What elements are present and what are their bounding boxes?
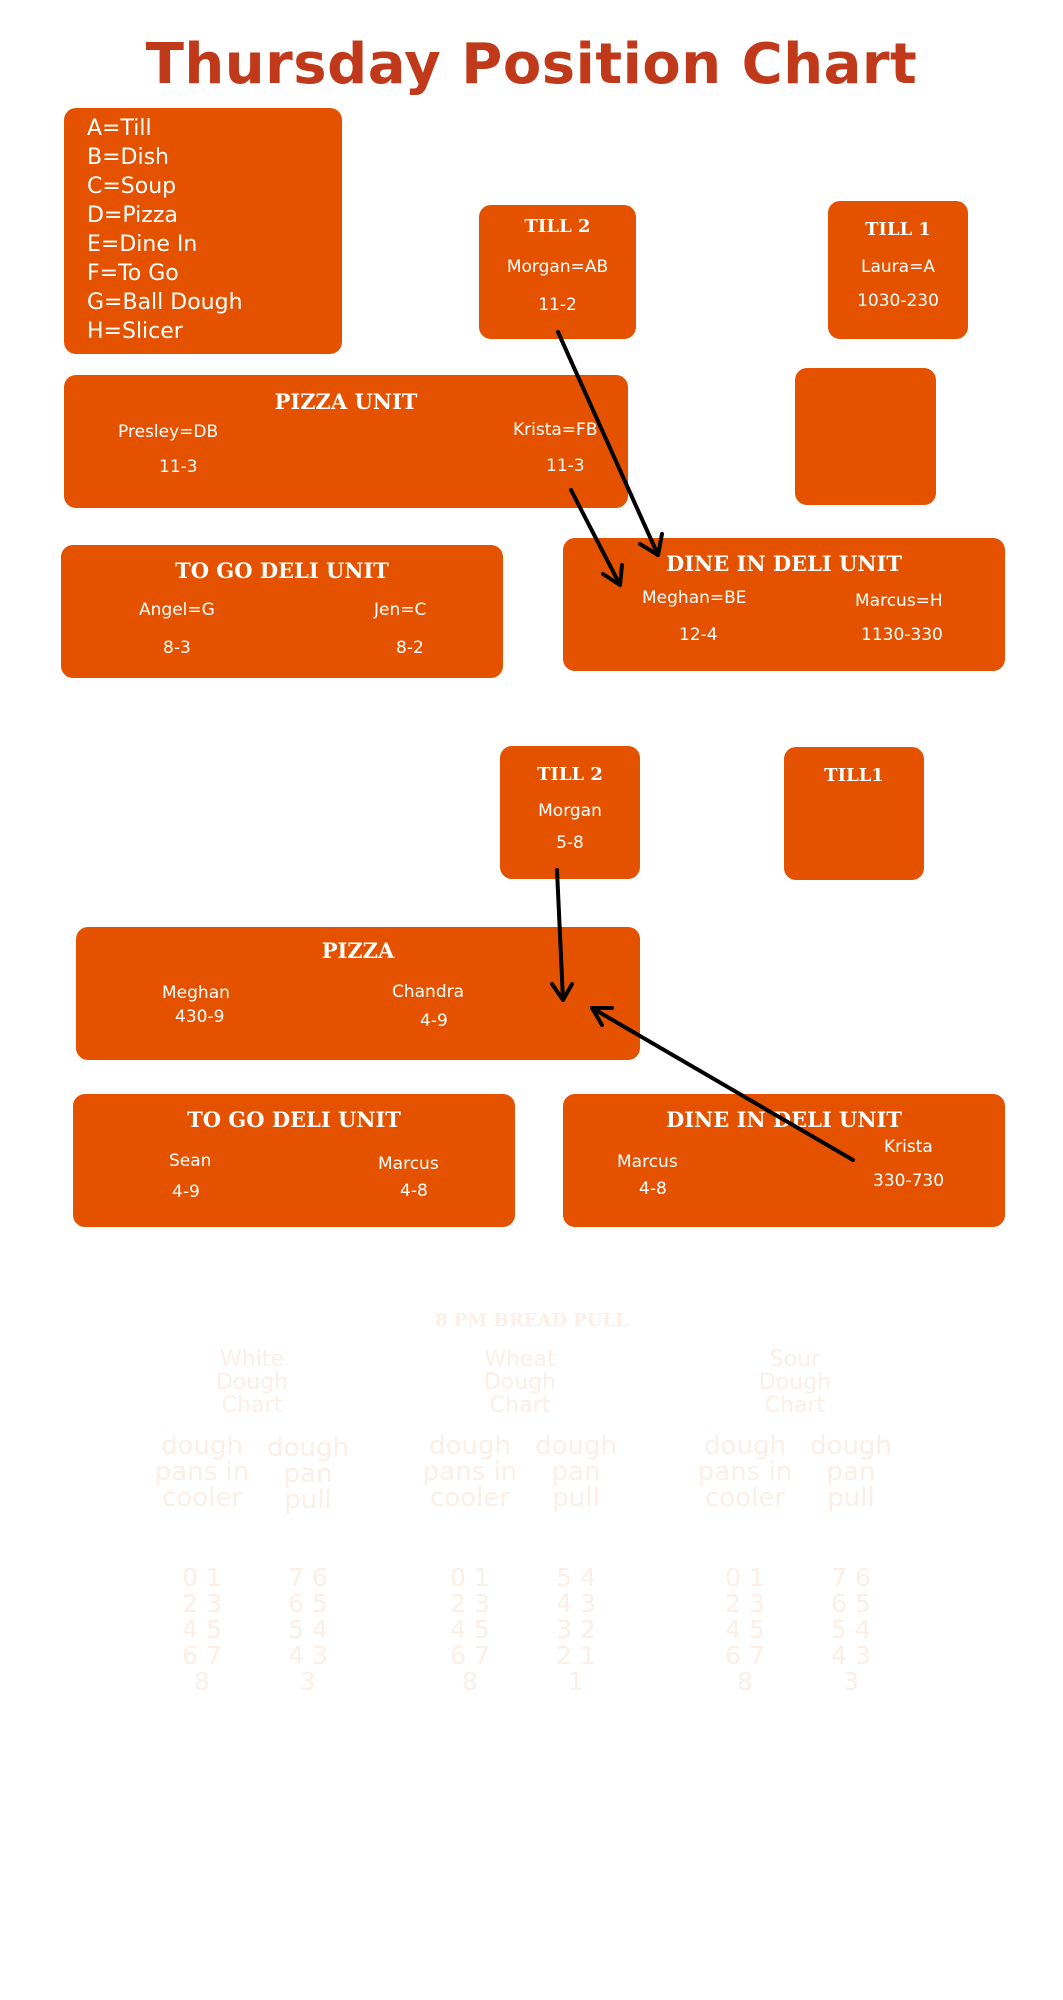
- shift1-togo-person1-name: Angel=G: [139, 600, 215, 620]
- bread-col-header: dough pans in cooler: [422, 1431, 518, 1513]
- shift1-togo-title: TO GO DELI UNIT: [175, 558, 389, 583]
- shift1-pizza-person1-time: 11-3: [159, 457, 198, 477]
- shift1-dinein-person2-name: Marcus=H: [855, 591, 943, 611]
- legend-item: G=Ball Dough: [87, 290, 243, 315]
- shift2-till1-box: TILL1: [784, 747, 924, 880]
- bread-col-values: 7 6 6 5 5 4 4 3 3: [288, 1563, 328, 1696]
- bread-col-values: 0 1 2 3 4 5 6 7 8: [450, 1563, 490, 1696]
- shift1-till2-name: Morgan=AB: [506, 257, 609, 277]
- shift1-till1-name: Laura=A: [861, 257, 935, 277]
- bread-pull-title: 8 PM BREAD PULL: [435, 1310, 628, 1331]
- bread-col-values: 0 1 2 3 4 5 6 7 8: [182, 1563, 222, 1696]
- shift1-till2-box: TILL 2 Morgan=AB 11-2: [479, 205, 636, 339]
- shift2-pizza-title: PIZZA: [321, 938, 395, 963]
- shift2-dinein-person2-name: Krista: [884, 1137, 933, 1157]
- shift2-till2-time: 5-8: [556, 833, 584, 853]
- legend-item: D=Pizza: [87, 203, 178, 228]
- shift1-togo-person1-time: 8-3: [163, 638, 191, 658]
- shift1-dinein-person1-time: 12-4: [679, 625, 718, 645]
- bread-col-header: dough pan pull: [535, 1431, 617, 1513]
- legend-item: A=Till: [87, 116, 152, 141]
- bread-col-header: dough pan pull: [810, 1431, 892, 1513]
- shift1-till1-title: TILL 1: [865, 219, 931, 240]
- shift2-togo-box: TO GO DELI UNIT Sean 4-9 Marcus 4-8: [73, 1094, 515, 1227]
- shift2-till2-title: TILL 2: [537, 764, 603, 785]
- shift2-dinein-box: DINE IN DELI UNIT Marcus 4-8 Krista 330-…: [563, 1094, 1005, 1227]
- shift2-dinein-person1-time: 4-8: [639, 1179, 667, 1199]
- shift2-pizza-person2-name: Chandra: [392, 982, 465, 1002]
- bread-col-values: 0 1 2 3 4 5 6 7 8: [725, 1563, 765, 1696]
- shift1-till2-time: 11-2: [538, 295, 577, 315]
- shift2-pizza-person1-time: 430-9: [175, 1007, 225, 1027]
- legend-item: C=Soup: [87, 174, 177, 199]
- bread-col-values: 5 4 4 3 3 2 2 1 1: [556, 1563, 596, 1696]
- bread-chart-title: Sour Dough Chart: [758, 1347, 832, 1418]
- shift1-dinein-person2-time: 1130-330: [861, 625, 943, 645]
- shift1-togo-person2-name: Jen=C: [374, 600, 427, 620]
- shift2-pizza-person1-name: Meghan: [162, 983, 230, 1003]
- shift2-togo-person1-time: 4-9: [172, 1182, 200, 1202]
- page-title: Thursday Position Chart: [145, 32, 918, 97]
- shift2-till2-name: Morgan: [538, 801, 602, 821]
- shift1-pizza-person1-name: Presley=DB: [118, 422, 219, 442]
- shift1-togo-box: TO GO DELI UNIT Angel=G 8-3 Jen=C 8-2: [61, 545, 503, 678]
- shift1-pizza-person2-time: 11-3: [546, 456, 585, 476]
- legend-item: F=To Go: [87, 261, 179, 286]
- bread-col-header: dough pans in cooler: [154, 1431, 250, 1513]
- shift1-till2-title: TILL 2: [524, 216, 591, 237]
- shift2-togo-person1-name: Sean: [169, 1151, 212, 1171]
- legend-item: B=Dish: [87, 145, 169, 170]
- shift1-dinein-person1-name: Meghan=BE: [642, 588, 747, 608]
- legend-item: E=Dine In: [87, 232, 198, 257]
- bread-col-header: dough pan pull: [267, 1433, 349, 1515]
- shift2-dinein-person2-time: 330-730: [873, 1171, 945, 1191]
- shift1-pizza-person2-name: Krista=FB: [513, 420, 598, 440]
- blank-box: [795, 368, 936, 505]
- bread-col-header: dough pans in cooler: [697, 1431, 793, 1513]
- bread-col-values: 7 6 6 5 5 4 4 3 3: [831, 1563, 871, 1696]
- shift1-till1-time: 1030-230: [857, 291, 939, 311]
- shift1-togo-person2-time: 8-2: [396, 638, 424, 658]
- shift1-till1-box: TILL 1 Laura=A 1030-230: [828, 201, 968, 339]
- shift2-dinein-person1-name: Marcus: [617, 1152, 678, 1172]
- legend-box: A=Till B=Dish C=Soup D=Pizza E=Dine In F…: [64, 108, 342, 354]
- shift1-pizza-title: PIZZA UNIT: [274, 389, 418, 414]
- legend-item: H=Slicer: [87, 319, 183, 344]
- shift1-dinein-box: DINE IN DELI UNIT Meghan=BE 12-4 Marcus=…: [563, 538, 1005, 671]
- shift1-dinein-title: DINE IN DELI UNIT: [666, 551, 902, 576]
- shift2-till1-title: TILL1: [824, 765, 884, 786]
- shift2-togo-person2-name: Marcus: [378, 1154, 439, 1174]
- shift2-pizza-person2-time: 4-9: [420, 1011, 448, 1031]
- shift2-till2-box: TILL 2 Morgan 5-8: [500, 746, 640, 879]
- bread-chart-title: Wheat Dough Chart: [483, 1347, 557, 1418]
- shift2-pizza-box: PIZZA Meghan 430-9 Chandra 4-9: [76, 927, 640, 1060]
- shift2-togo-title: TO GO DELI UNIT: [187, 1107, 401, 1132]
- shift2-togo-person2-time: 4-8: [400, 1181, 428, 1201]
- shift2-dinein-title: DINE IN DELI UNIT: [666, 1107, 902, 1132]
- shift1-pizza-box: PIZZA UNIT Presley=DB 11-3 Krista=FB 11-…: [64, 375, 628, 508]
- bread-chart-title: White Dough Chart: [215, 1347, 289, 1418]
